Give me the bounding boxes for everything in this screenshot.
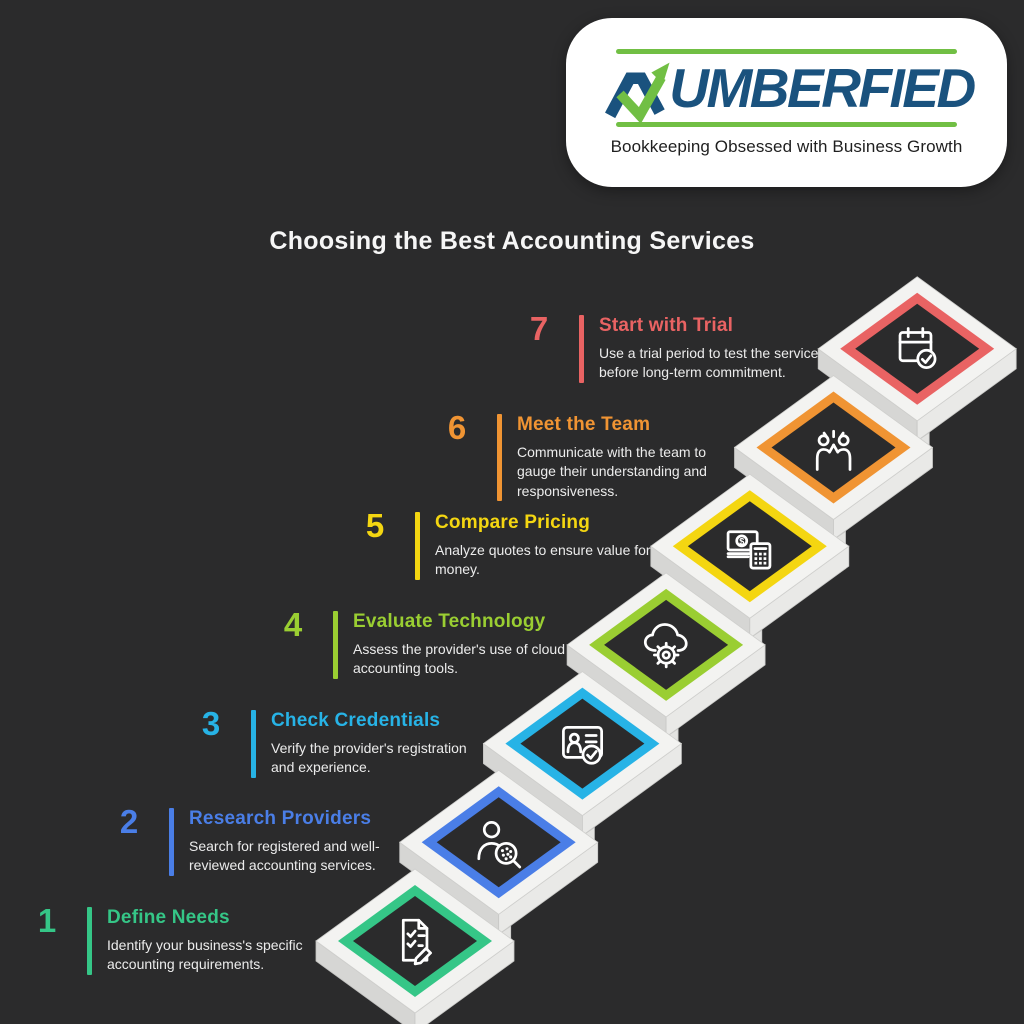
stair-step-7: [817, 276, 1017, 479]
money-calculator-icon: $: [726, 530, 772, 570]
step-description: Verify the provider's registration and e…: [271, 740, 467, 776]
step-number: 1: [37, 902, 57, 939]
brand-logo: UMBERFIED: [599, 56, 976, 122]
step-number: 2: [119, 803, 139, 840]
step-accent-bar: [497, 414, 502, 501]
stair-step-1: [315, 868, 515, 1024]
id-card-check-icon: [562, 725, 603, 765]
step-number: 6: [447, 409, 467, 446]
step-label-3: 3 Check Credentials Verify the provider'…: [187, 705, 467, 778]
step-description: Search for registered and well- reviewed…: [189, 838, 380, 874]
step-accent-bar: [251, 710, 256, 778]
stair-step-5: $: [650, 473, 850, 676]
logo-bottom-rule: [616, 121, 957, 127]
team-highfive-icon: [815, 429, 852, 471]
cloud-gear-icon: [643, 623, 688, 669]
step-description: Communicate with the team to gauge their…: [517, 444, 707, 499]
stair-step-2: [399, 769, 599, 972]
document-check-icon: [401, 918, 432, 966]
logo-n-arrow-icon: [605, 62, 670, 122]
brand-name: UMBERFIED: [669, 57, 976, 119]
step-accent-bar: [333, 611, 338, 679]
step-description: Use a trial period to test the service b…: [599, 345, 819, 381]
step-accent-bar: [169, 808, 174, 876]
step-title: Compare Pricing: [435, 512, 591, 533]
step-number: 5: [365, 507, 385, 544]
step-number: 3: [201, 705, 221, 742]
step-title: Evaluate Technology: [353, 611, 546, 632]
person-search-icon: [477, 821, 522, 869]
step-title: Research Providers: [189, 808, 372, 829]
logo-tagline: Bookkeeping Obsessed with Business Growt…: [610, 136, 963, 156]
step-label-4: 4 Evaluate Technology Assess the provide…: [269, 606, 566, 679]
step-accent-bar: [87, 907, 92, 975]
step-label-5: 5 Compare Pricing Analyze quotes to ensu…: [351, 507, 651, 580]
step-label-6: 6 Meet the Team Communicate with the tea…: [433, 409, 707, 501]
step-number: 4: [283, 606, 303, 643]
step-description: Identify your business's specific accoun…: [107, 937, 303, 973]
step-accent-bar: [579, 315, 584, 383]
stair-step-3: [482, 671, 683, 874]
stair-step-4: [566, 572, 766, 775]
step-number: 7: [529, 310, 549, 347]
step-title: Check Credentials: [271, 710, 441, 731]
step-accent-bar: [415, 512, 420, 580]
step-description: Assess the provider's use of cloud accou…: [353, 641, 566, 677]
step-title: Start with Trial: [599, 315, 734, 336]
logo-top-rule: [616, 48, 957, 54]
page-title: Choosing the Best Accounting Services: [269, 227, 755, 255]
calendar-check-icon: [898, 327, 937, 369]
step-label-2: 2 Research Providers Search for register…: [105, 803, 380, 876]
logo-card: UMBERFIED Bookkeeping Obsessed with Busi…: [566, 18, 1007, 187]
step-label-1: 1 Define Needs Identify your business's …: [23, 902, 303, 975]
step-description: Analyze quotes to ensure value for money…: [435, 542, 651, 578]
step-title: Define Needs: [107, 907, 230, 928]
svg-text:$: $: [739, 537, 744, 547]
step-title: Meet the Team: [517, 414, 651, 435]
step-label-7: 7 Start with Trial Use a trial period to…: [515, 310, 819, 383]
